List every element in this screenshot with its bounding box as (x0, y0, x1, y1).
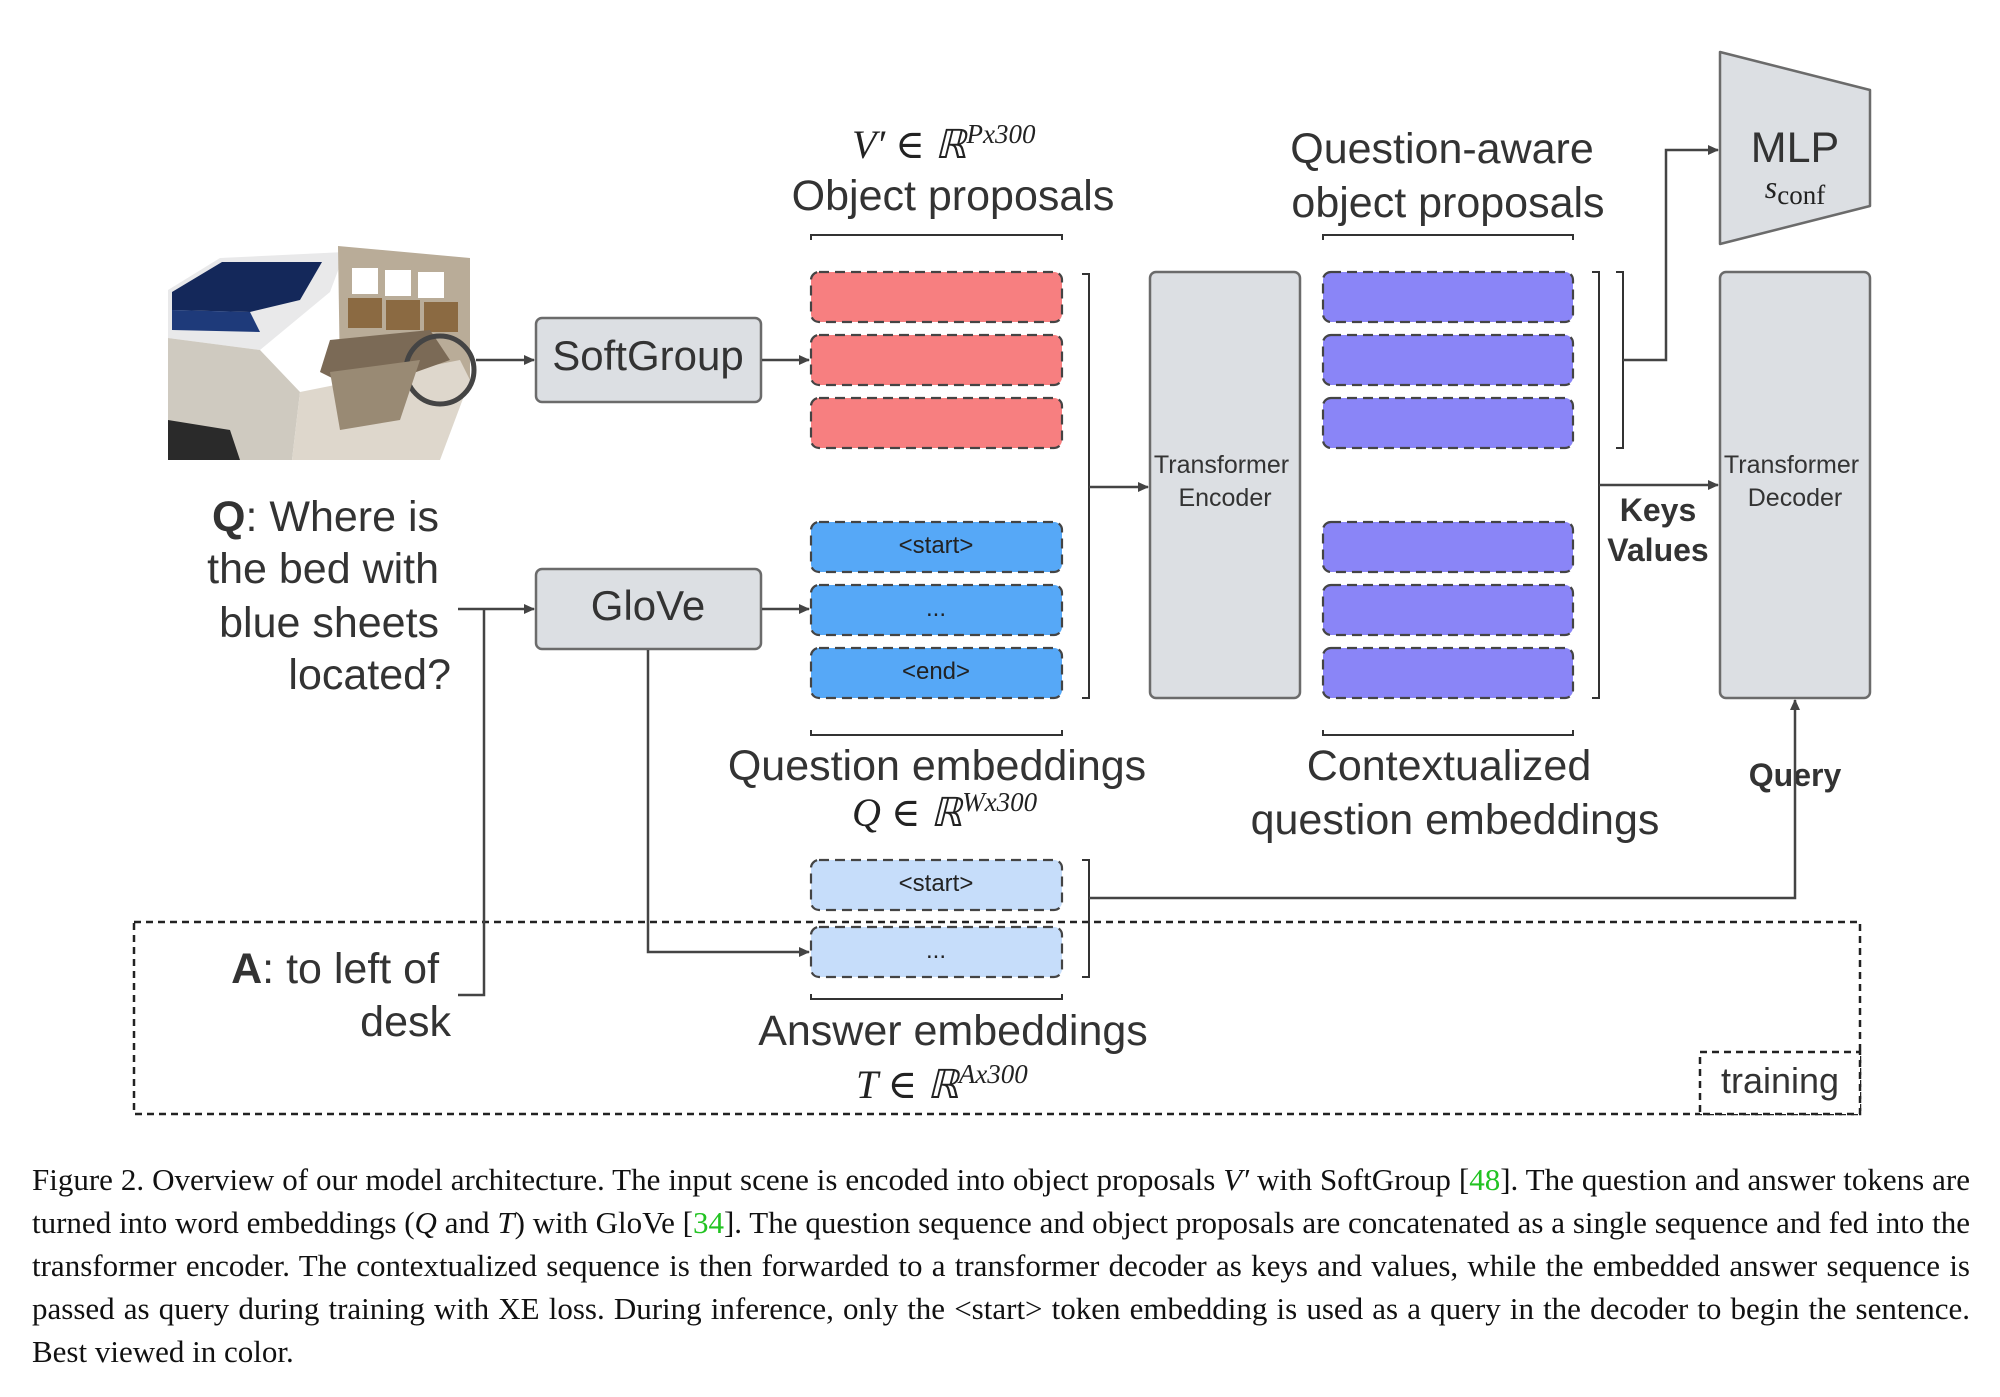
contextualized-label: Contextualized question embeddings (1251, 742, 1660, 844)
transformer-decoder-label: Transformer Decoder (1724, 451, 1866, 512)
concat-bracket (1082, 273, 1090, 699)
mlp-arrow (1623, 145, 1719, 362)
object-proposal-2 (809, 333, 1064, 387)
answer-embeddings-label: Answer embeddings (758, 1007, 1148, 1055)
answer-text: A: to left of desk (231, 945, 451, 1046)
answer-embeddings-math: T ∈ ℝAx300 (856, 1059, 1028, 1107)
transformer-encoder-label: Transformer Encoder (1154, 451, 1296, 512)
question-token-start-label: <start> (899, 532, 974, 559)
answer-embeddings-brace (810, 994, 1063, 1000)
answer-token-mid (809, 925, 1064, 979)
citation-48[interactable]: 48 (1469, 1162, 1501, 1197)
glove-module (534, 567, 763, 651)
keys-label: Keys (1620, 492, 1697, 528)
mlp-subscript: sconf (1765, 169, 1825, 210)
glove-to-answer-embeddings-arrow (646, 650, 810, 957)
question-embeddings-math: Q ∈ ℝWx300 (852, 787, 1038, 835)
question-token-start (809, 520, 1064, 574)
glove-label: GloVe (591, 582, 705, 629)
transformer-decoder-module (1718, 270, 1872, 700)
values-label: Values (1607, 532, 1708, 568)
citation-34[interactable]: 34 (692, 1205, 724, 1240)
contextualized-proposal-1 (1321, 270, 1575, 324)
mlp-label: MLP (1751, 124, 1839, 172)
answer-token-start-label: <start> (899, 870, 974, 897)
contextualized-question-2 (1321, 583, 1575, 637)
mlp-module (1718, 50, 1872, 246)
qaware-brace (1322, 234, 1574, 240)
qaware-label: Question-aware object proposals (1290, 125, 1606, 227)
question-token-end-label: <end> (902, 658, 970, 685)
contextualized-proposal-2 (1321, 333, 1575, 387)
object-proposal-3 (809, 396, 1064, 450)
answer-token-start (809, 858, 1064, 912)
query-arrow (1089, 699, 1800, 900)
question-token-end (809, 646, 1064, 700)
question-embeddings-label: Question embeddings (728, 742, 1146, 790)
keys-values-bracket (1592, 271, 1600, 699)
contextualized-brace (1322, 730, 1574, 736)
softgroup-label: SoftGroup (552, 332, 743, 379)
contextualized-question-1 (1321, 520, 1575, 574)
object-proposals-label: Object proposals (792, 172, 1115, 220)
object-proposals-brace (810, 234, 1063, 240)
question-token-mid (809, 583, 1064, 637)
figure-caption: Figure 2. Overview of our model architec… (32, 1162, 1970, 1369)
answer-to-glove-line (458, 609, 486, 997)
softgroup-module (534, 316, 763, 404)
training-label: training (1721, 1060, 1839, 1101)
contextualized-question-3 (1321, 646, 1575, 700)
transformer-encoder-module (1148, 270, 1302, 700)
3d-scene-thumbnail-icon (168, 246, 477, 460)
question-embeddings-brace (810, 730, 1063, 736)
object-proposal-1 (809, 270, 1064, 324)
question-token-mid-label: ... (926, 595, 946, 622)
object-proposals-math: V′ ∈ ℝPx300 (852, 119, 1036, 167)
training-tag-box (1698, 1050, 1862, 1116)
question-text: Q: Where is the bed with blue sheets loc… (207, 493, 451, 699)
proposal-bracket (1616, 271, 1624, 449)
answer-bracket (1082, 859, 1090, 978)
answer-token-mid-label: ... (926, 937, 946, 964)
contextualized-proposal-3 (1321, 396, 1575, 450)
